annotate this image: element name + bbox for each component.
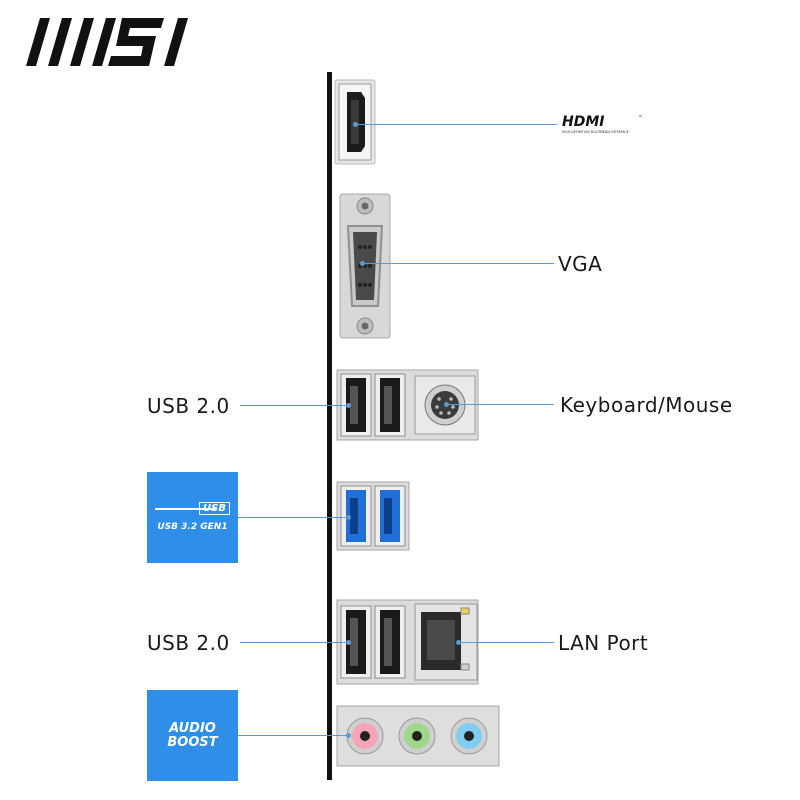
usb32-badge-usb: USB xyxy=(199,502,230,515)
audio-jacks-block xyxy=(336,705,500,767)
vga-callout-dot xyxy=(360,261,365,266)
usb32-callout xyxy=(238,517,348,518)
usb2-top-callout-dot xyxy=(346,403,351,408)
vga-label: VGA xyxy=(558,252,603,276)
usb32-badge-text: USB 3.2 GEN1 xyxy=(157,522,228,532)
audio-boost-line1: AUDIO xyxy=(169,721,216,736)
io-shield-edge xyxy=(327,72,332,780)
hdmi-callout-dot xyxy=(353,122,358,127)
hdmi-logo: HDMI ™ HIGH-DEFINITION MULTIMEDIA INTERF… xyxy=(562,114,643,134)
svg-text:HIGH-DEFINITION MULTIMEDIA INT: HIGH-DEFINITION MULTIMEDIA INTERFACE xyxy=(562,130,629,134)
audio-boost-badge: AUDIO BOOST xyxy=(147,690,238,781)
usb2-top-label: USB 2.0 xyxy=(147,394,230,418)
audio-callout-dot xyxy=(346,733,351,738)
msi-logo xyxy=(26,18,188,66)
usb32-badge-line xyxy=(155,508,215,510)
usb2-bottom-label: USB 2.0 xyxy=(147,631,230,655)
ps2-callout xyxy=(448,404,554,405)
lan-callout xyxy=(460,642,554,643)
vga-callout xyxy=(362,263,554,264)
ps2-callout-dot xyxy=(444,402,449,407)
usb2-ps2-port-block xyxy=(336,369,479,441)
vga-port xyxy=(339,193,391,339)
lan-port-label: LAN Port xyxy=(558,631,649,655)
audio-callout xyxy=(238,735,348,736)
usb2-bottom-callout-dot xyxy=(346,640,351,645)
lan-callout-dot xyxy=(456,640,461,645)
audio-boost-line2: BOOST xyxy=(167,735,218,750)
usb32-badge: USB USB 3.2 GEN1 xyxy=(147,472,238,563)
svg-text:HDMI: HDMI xyxy=(562,114,604,130)
usb32-callout-dot xyxy=(346,515,351,520)
usb2-top-callout xyxy=(240,405,348,406)
keyboard-mouse-label: Keyboard/Mouse xyxy=(560,393,733,417)
hdmi-callout xyxy=(355,124,557,125)
svg-text:™: ™ xyxy=(638,115,643,121)
usb2-bottom-callout xyxy=(240,642,348,643)
usb32-port-block xyxy=(336,481,410,551)
